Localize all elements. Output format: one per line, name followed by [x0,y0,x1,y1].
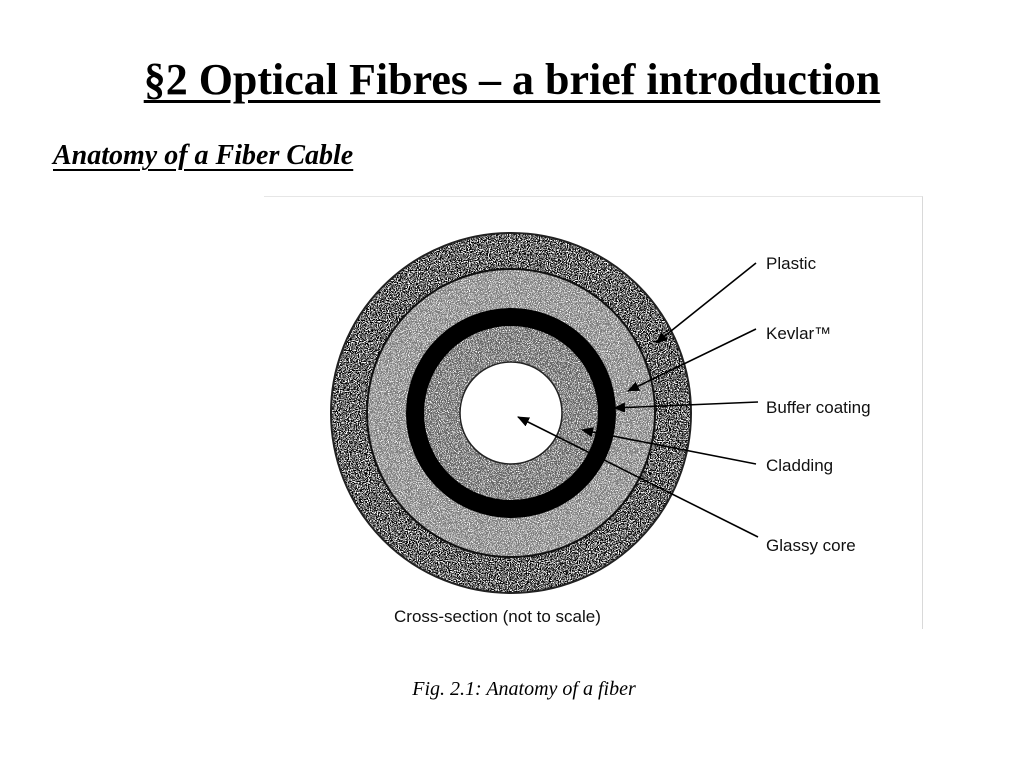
glassy-core-label: Glassy core [766,536,856,555]
slide-title: §2 Optical Fibres – a brief introduction [0,52,1024,108]
diagram-footer-label: Cross-section (not to scale) [394,607,601,626]
buffer-coating-label: Buffer coating [766,398,871,417]
plastic-label: Plastic [766,254,817,273]
glassy-core-arrow [517,416,759,538]
fiber-cross-section-diagram: Plastic Kevlar™ Buffer coating Cladding … [324,227,871,626]
plastic-arrow [655,262,757,344]
figure-caption: Fig. 2.1: Anatomy of a fiber [412,678,636,700]
kevlar-label: Kevlar™ [766,324,831,343]
figure-panel: Plastic Kevlar™ Buffer coating Cladding … [264,196,923,629]
kevlar-arrow [627,328,757,392]
buffer-coating-arrow [613,401,759,413]
slide-title-text: §2 Optical Fibres – a brief introduction [143,55,881,104]
glassy-core-layer [459,361,563,465]
cladding-label: Cladding [766,456,833,475]
cladding-arrow [581,427,757,465]
section-subtitle: Anatomy of a Fiber Cable [53,140,354,171]
